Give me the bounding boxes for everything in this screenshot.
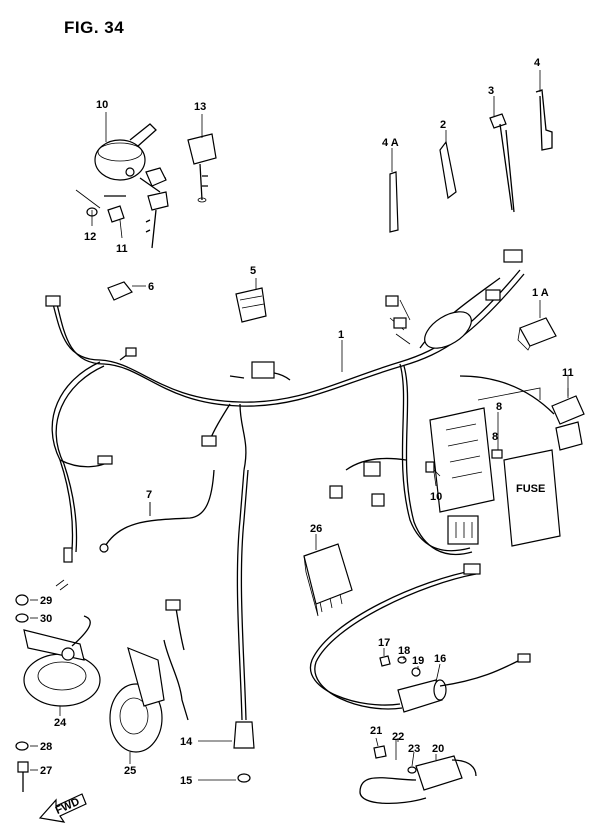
callout-28: 26 [310, 523, 322, 535]
callout-11: 11 [562, 367, 574, 379]
clamp-3 [489, 113, 515, 213]
bracket-4 [535, 89, 553, 151]
callout-26: 24 [54, 717, 67, 729]
ignition-key [145, 167, 169, 249]
sensor-lead [309, 563, 481, 710]
band-2 [439, 140, 457, 200]
callout-13: 11 [116, 243, 128, 255]
callout-27: 25 [124, 765, 136, 777]
callout-25: 23 [408, 743, 420, 755]
sensor-18 [397, 653, 531, 713]
callout-15: 13 [194, 101, 206, 113]
figure-title: FIG. 34 [64, 18, 125, 37]
callout-18: 16 [434, 653, 446, 665]
callout-5: 5 [250, 265, 256, 277]
sensor-22 [359, 755, 477, 805]
callout-7: 7 [146, 489, 152, 501]
washer-32 [15, 613, 29, 623]
washer-25 [407, 766, 417, 774]
callout-17: 15 [180, 775, 192, 787]
horn-26 [23, 615, 101, 707]
screw-13 [104, 195, 126, 223]
callout-9: 8 [492, 431, 498, 443]
callout-30: 28 [40, 741, 52, 753]
callout-24: 22 [392, 731, 404, 743]
nut-21 [411, 667, 421, 677]
callout-1: 1 [338, 329, 344, 341]
ground-wire-7 [99, 469, 215, 553]
callout-2: 2 [440, 119, 446, 131]
clamp-6 [107, 281, 146, 301]
leader-lines [30, 70, 569, 771]
callout-3: 3 [488, 85, 494, 97]
connector-1a [517, 317, 557, 351]
bolt-19 [379, 655, 391, 667]
relay-11 [459, 375, 585, 451]
callout-8: 8 [496, 401, 502, 413]
main-wire-harness [45, 249, 525, 563]
band-4a [389, 171, 399, 233]
washer-20 [397, 656, 407, 664]
callout-31: 29 [40, 595, 52, 607]
fuse-box [429, 387, 561, 547]
callout-23: 21 [370, 725, 382, 737]
spare-key [187, 133, 217, 203]
callout-32: 30 [40, 613, 52, 625]
bolt-29 [17, 761, 29, 792]
o-ring-17 [198, 773, 251, 783]
nut-31 [15, 579, 69, 606]
horn-27 [109, 599, 189, 753]
relay-holder-5 [235, 287, 267, 323]
callout-10: 10 [430, 491, 442, 503]
fwd-label: FWD [54, 796, 82, 817]
callout-1a: 1 A [532, 287, 549, 299]
washer-14 [75, 189, 101, 217]
callout-4a: 4 A [382, 137, 399, 149]
bolt-23 [373, 745, 387, 759]
washer-30 [15, 741, 29, 751]
callout-20: 18 [398, 645, 410, 657]
fuse-label: FUSE [516, 483, 545, 495]
relay-28 [303, 543, 353, 617]
callout-29: 27 [40, 765, 52, 777]
callout-12: 10 [96, 99, 108, 111]
fwd-arrow-icon [38, 793, 87, 823]
callout-6: 6 [148, 281, 154, 293]
fuse-9 [491, 449, 503, 459]
callout-21: 19 [412, 655, 424, 667]
callout-19: 17 [378, 637, 390, 649]
callout-4: 4 [534, 57, 541, 69]
callout-22: 20 [432, 743, 444, 755]
callout-14: 12 [84, 231, 96, 243]
switch-lead-16 [198, 469, 255, 749]
fuse-10 [425, 461, 441, 477]
callout-16: 14 [180, 736, 193, 748]
